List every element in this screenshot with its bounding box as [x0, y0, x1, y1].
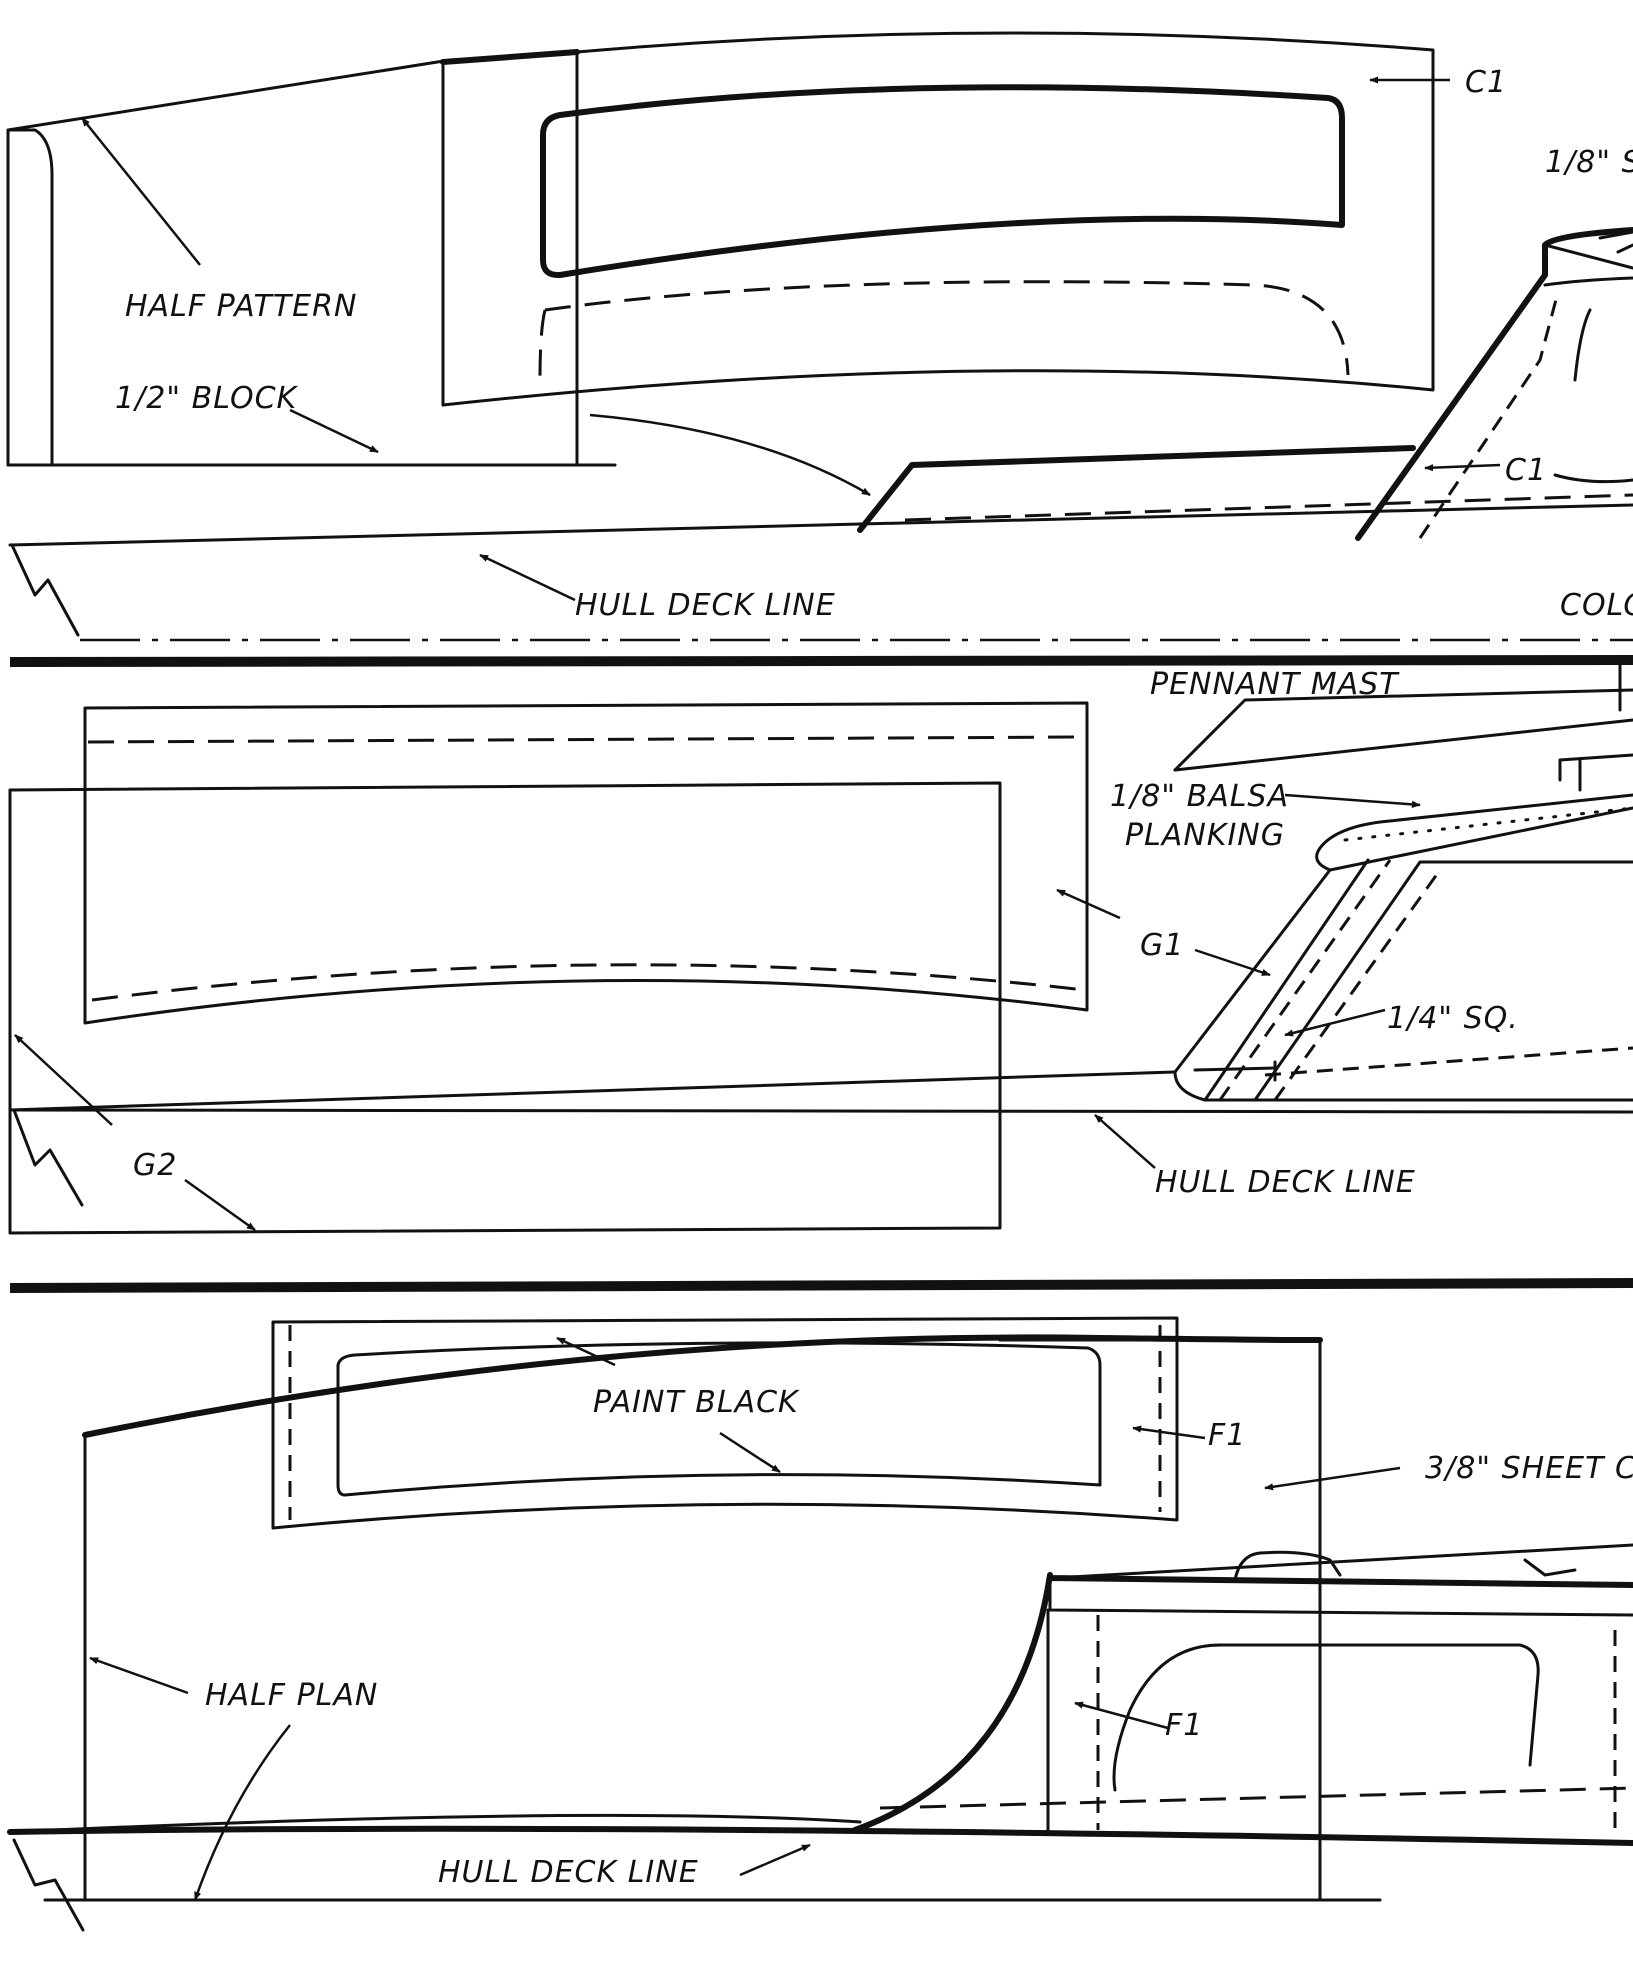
cabin-side-profile-bottom: [7, 1543, 1633, 1846]
cabin-side-profile-middle: [8, 658, 1633, 1114]
part-g2-outline: [8, 781, 1002, 1235]
arrow-paint-black-upper: [556, 1336, 616, 1367]
hull-break-mark: [10, 543, 80, 637]
arrow-f1-lower: [1074, 1701, 1169, 1730]
label-balsa-line2: PLANKING: [1125, 818, 1285, 853]
arrow-g1-side: [1194, 948, 1271, 977]
arrow-g2-lower: [184, 1178, 256, 1232]
label-block: 1/2" BLOCK: [115, 381, 299, 416]
label-paint-black: PAINT BLACK: [593, 1385, 800, 1420]
arrow-hull-deck-middle: [1094, 1114, 1156, 1169]
arrow-g2-upper: [14, 1034, 113, 1126]
hull-break-mark-bottom: [12, 1838, 85, 1932]
label-hull-deck-bottom: HULL DECK LINE: [438, 1855, 699, 1890]
hull-break-mark-middle: [12, 1108, 84, 1207]
arrow-half-plan-lower: [193, 1724, 291, 1901]
label-colo-partial: COLO: [1560, 588, 1633, 623]
arrow-f1-top: [1132, 1425, 1206, 1440]
arrow-sheet-bottom: [1264, 1466, 1401, 1491]
label-c1-top: C1: [1465, 65, 1507, 100]
label-quarter-sq: 1/4" SQ.: [1387, 1001, 1519, 1036]
part-c1-outline: [440, 31, 1435, 407]
label-sheet-partial-bottom: 3/8" SHEET C: [1425, 1451, 1633, 1486]
panel-top: C1 1/8" SH HALF PATTERN 1/2" BLOCK C1 HU…: [6, 31, 1633, 642]
label-half-pattern: HALF PATTERN: [125, 289, 357, 324]
half-pattern-outline: [6, 50, 617, 467]
label-f1-top: F1: [1208, 1418, 1246, 1453]
separator-top: [9, 655, 1633, 667]
arrow-deck-curve: [589, 413, 871, 497]
label-half-plan: HALF PLAN: [205, 1678, 378, 1713]
panel-bottom: PAINT BLACK F1 3/8" SHEET C HALF PLAN F1…: [7, 1316, 1633, 1932]
label-hull-deck-top: HULL DECK LINE: [575, 588, 836, 623]
panel-middle: PENNANT MAST 1/8" BALSA PLANKING G1 1/4"…: [8, 658, 1633, 1235]
cabin-side-profile: [8, 227, 1633, 547]
label-g2: G2: [133, 1148, 177, 1183]
separator-bottom: [9, 1278, 1633, 1293]
part-f1-outline: [271, 1316, 1179, 1530]
label-hull-deck-middle: HULL DECK LINE: [1155, 1165, 1416, 1200]
label-sheet-partial-top: 1/8" SH: [1545, 145, 1633, 180]
arrow-c1-mid: [1424, 463, 1501, 472]
label-pennant-mast: PENNANT MAST: [1150, 667, 1400, 702]
part-g1-outline: [83, 701, 1089, 1025]
arrow-hull-deck-bottom: [739, 1843, 811, 1877]
label-f1-lower: F1: [1165, 1708, 1203, 1743]
arrow-half-pattern: [81, 117, 201, 266]
label-balsa-line1: 1/8" BALSA: [1110, 779, 1289, 814]
label-c1-mid: C1: [1505, 453, 1547, 488]
half-plan-outline: [43, 1334, 1382, 1902]
label-g1: G1: [1140, 928, 1184, 963]
arrow-block: [289, 408, 379, 454]
arrow-half-plan-upper: [89, 1656, 189, 1695]
arrow-balsa: [1284, 793, 1421, 808]
arrow-quarter-sq: [1284, 1008, 1386, 1037]
arrow-paint-black-lower: [719, 1431, 781, 1474]
arrow-g1-part: [1056, 888, 1121, 920]
arrow-hull-deck-top: [479, 553, 576, 602]
